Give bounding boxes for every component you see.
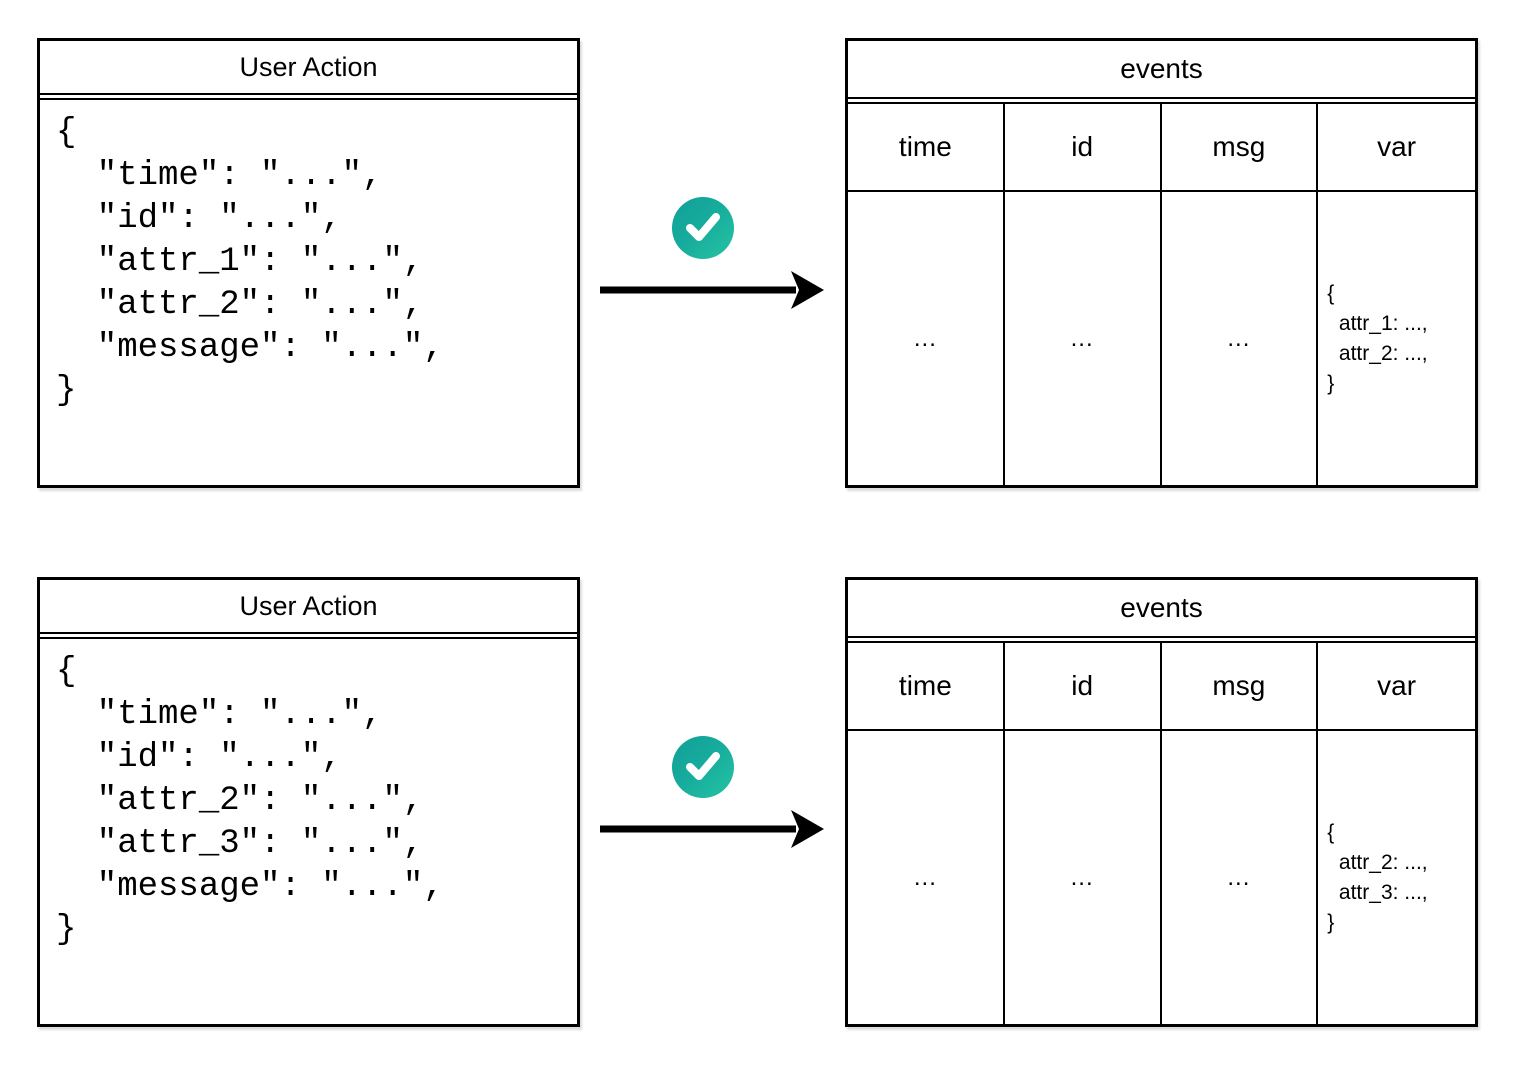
column-header-id: id bbox=[1005, 104, 1162, 190]
checkmark-icon bbox=[672, 736, 734, 798]
user-action-json: { "time": "...", "id": "...", "attr_1": … bbox=[56, 114, 444, 410]
cell-time: ... bbox=[848, 731, 1005, 1024]
cell-id: ... bbox=[1005, 731, 1162, 1024]
column-header-var: var bbox=[1377, 670, 1417, 701]
checkmark-glyph bbox=[686, 752, 720, 780]
title-divider bbox=[848, 99, 1475, 104]
table-header-row: time id msg var bbox=[848, 643, 1475, 731]
cell-msg: ... bbox=[1162, 192, 1319, 485]
cell-id: ... bbox=[1005, 192, 1162, 485]
events-table-title: events bbox=[848, 580, 1475, 638]
table-body-row: ... ... ... { attr_2: ..., attr_3: ..., … bbox=[848, 731, 1475, 1024]
table-body-row: ... ... ... { attr_1: ..., attr_2: ..., … bbox=[848, 192, 1475, 485]
table-header-row: time id msg var bbox=[848, 104, 1475, 192]
user-action-title: User Action bbox=[40, 41, 577, 95]
var-json: { attr_1: ..., attr_2: ..., } bbox=[1327, 281, 1428, 395]
events-table: events time id msg var ... ... ... { att… bbox=[845, 38, 1478, 488]
events-table: events time id msg var ... ... ... { att… bbox=[845, 577, 1478, 1027]
flow-row-1: User Action { "time": "...", "id": "..."… bbox=[0, 38, 1515, 488]
user-action-json: { "time": "...", "id": "...", "attr_2": … bbox=[56, 653, 444, 949]
column-header-time: time bbox=[848, 643, 1005, 729]
column-header-time: time bbox=[848, 104, 1005, 190]
cell-msg: ... bbox=[1162, 731, 1319, 1024]
arrow-right-icon bbox=[600, 810, 824, 848]
var-json: { attr_2: ..., attr_3: ..., } bbox=[1327, 820, 1428, 934]
checkmark-icon bbox=[672, 197, 734, 259]
checkmark-glyph bbox=[686, 213, 720, 241]
column-header-msg: msg bbox=[1162, 643, 1319, 729]
title-divider bbox=[40, 634, 577, 639]
user-action-box: User Action { "time": "...", "id": "..."… bbox=[37, 38, 580, 488]
column-header-var: var bbox=[1377, 131, 1417, 162]
title-divider bbox=[848, 638, 1475, 643]
title-divider bbox=[40, 95, 577, 100]
cell-time: ... bbox=[848, 192, 1005, 485]
column-header-msg: msg bbox=[1162, 104, 1319, 190]
events-table-title: events bbox=[848, 41, 1475, 99]
flow-row-2: User Action { "time": "...", "id": "..."… bbox=[0, 577, 1515, 1027]
cell-var: { attr_2: ..., attr_3: ..., } bbox=[1318, 731, 1475, 1024]
cell-var: { attr_1: ..., attr_2: ..., } bbox=[1318, 192, 1475, 485]
user-action-box: User Action { "time": "...", "id": "..."… bbox=[37, 577, 580, 1027]
user-action-title: User Action bbox=[40, 580, 577, 634]
column-header-id: id bbox=[1005, 643, 1162, 729]
arrow-right-icon bbox=[600, 271, 824, 309]
